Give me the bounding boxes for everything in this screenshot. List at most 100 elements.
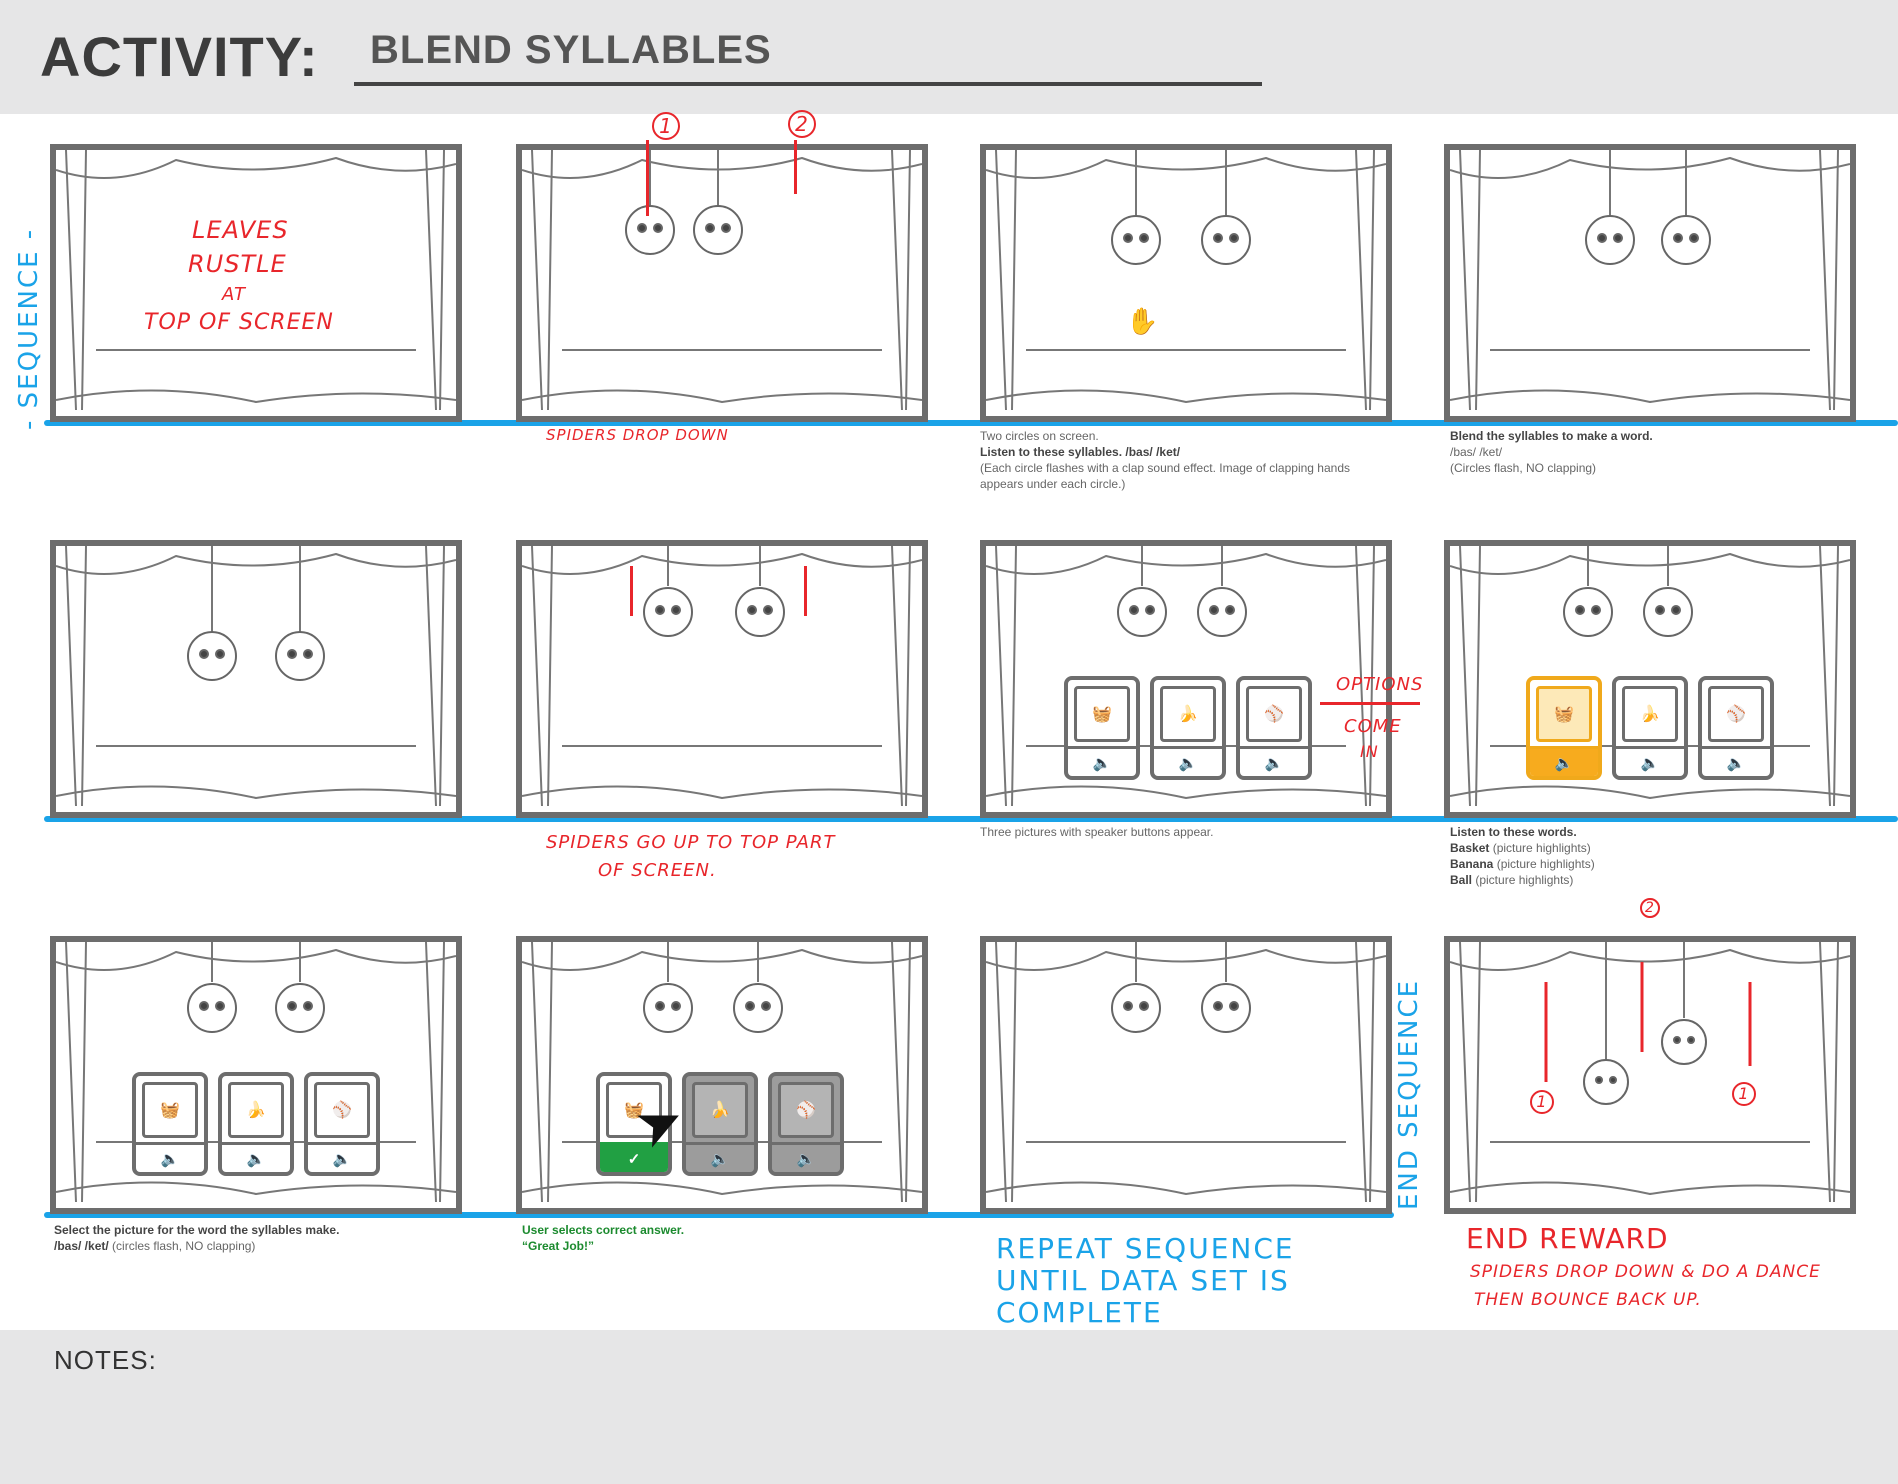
up-arrow-2 — [804, 566, 807, 616]
frame-11-art — [986, 942, 1386, 1203]
caption-frame-7: Three pictures with speaker buttons appe… — [980, 825, 1214, 839]
speaker-icon[interactable]: 🔈 — [1154, 746, 1222, 776]
banana-icon: 🍌 — [1622, 686, 1678, 742]
clapping-hands-icon: ✋ — [1126, 306, 1158, 336]
reward-marker-2: 2 — [1640, 898, 1660, 918]
option-banana[interactable]: 🍌🔈 — [1150, 676, 1226, 780]
annotation-repeat-1: REPEAT SEQUENCE — [996, 1232, 1295, 1265]
option-basket-highlighted[interactable]: 🧺🔈 — [1526, 676, 1602, 780]
speaker-icon[interactable]: 🔈 — [772, 1142, 840, 1172]
header-bar — [0, 0, 1898, 114]
option-banana[interactable]: 🍌🔈 — [1612, 676, 1688, 780]
ball-icon: ⚾ — [778, 1082, 834, 1138]
answer-options-frame-9: 🧺🔈 🍌🔈 ⚾🔈 — [132, 1072, 380, 1176]
option-basket[interactable]: 🧺🔈 — [132, 1072, 208, 1176]
activity-label: ACTIVITY: — [40, 25, 319, 88]
annotation-end-reward-2: THEN BOUNCE BACK UP. — [1474, 1290, 1702, 1310]
caption-frame-8: Listen to these words. Basket (picture h… — [1450, 825, 1595, 887]
option-banana[interactable]: 🍌🔈 — [218, 1072, 294, 1176]
frame-10-art — [522, 942, 922, 1203]
annotation-repeat-3: COMPLETE — [996, 1296, 1163, 1329]
basket-icon: 🧺 — [142, 1082, 198, 1138]
caption-frame-9: Select the picture for the word the syll… — [54, 1223, 340, 1253]
speaker-icon[interactable]: 🔈 — [136, 1142, 204, 1172]
annotation-repeat-2: UNTIL DATA SET IS — [996, 1264, 1290, 1297]
storyboard-frame-6 — [516, 540, 928, 818]
annotation-leaves-2: RUSTLE — [188, 250, 287, 278]
speaker-icon[interactable]: 🔈 — [1240, 746, 1308, 776]
sequence-label: - SEQUENCE - — [14, 227, 44, 430]
drop-arrow-1 — [646, 140, 649, 216]
answer-options-frame-7: 🧺🔈 🍌🔈 ⚾🔈 — [1064, 676, 1312, 780]
annotation-spiders-drop: SPIDERS DROP DOWN — [546, 426, 729, 444]
banana-icon: 🍌 — [228, 1082, 284, 1138]
basket-icon: 🧺 — [1074, 686, 1130, 742]
frame-3-art: ✋ — [986, 150, 1386, 411]
storyboard-frame-2 — [516, 144, 928, 422]
speaker-icon[interactable]: 🔈 — [1068, 746, 1136, 776]
sequence-line-row1 — [44, 420, 1898, 426]
annotation-spiders-up-1: SPIDERS GO UP TO TOP PART — [546, 832, 836, 853]
title-underline — [354, 82, 1262, 86]
option-ball[interactable]: ⚾🔈 — [1236, 676, 1312, 780]
annotation-options-1: OPTIONS — [1336, 674, 1424, 695]
drop-marker-1: 1 — [652, 112, 680, 140]
check-icon: ✓ — [600, 1142, 668, 1172]
option-ball[interactable]: ⚾🔈 — [304, 1072, 380, 1176]
option-ball-dimmed[interactable]: ⚾🔈 — [768, 1072, 844, 1176]
answer-options-frame-8: 🧺🔈 🍌🔈 ⚾🔈 — [1526, 676, 1774, 780]
annotation-options-2: COME — [1344, 716, 1402, 737]
annotation-leaves-1: LEAVES — [192, 216, 289, 244]
basket-icon: 🧺 — [606, 1082, 662, 1138]
options-arrow — [1320, 702, 1420, 705]
storyboard-frame-12 — [1444, 936, 1856, 1214]
reward-marker-1a: 1 — [1530, 1090, 1554, 1114]
speaker-icon[interactable]: 🔈 — [308, 1142, 376, 1172]
drop-marker-2: 2 — [788, 110, 816, 138]
option-basket[interactable]: 🧺🔈 — [1064, 676, 1140, 780]
caption-frame-10: User selects correct answer. “Great Job!… — [522, 1223, 685, 1253]
ball-icon: ⚾ — [1708, 686, 1764, 742]
speaker-icon[interactable]: 🔈 — [1530, 746, 1598, 776]
annotation-leaves-3: AT — [222, 284, 246, 305]
option-basket-correct[interactable]: 🧺✓ — [596, 1072, 672, 1176]
frame-4-art — [1450, 150, 1850, 411]
jungle-background — [56, 150, 456, 411]
caption-frame-3: Two circles on screen. Listen to these s… — [980, 429, 1350, 491]
frame-12-art — [1450, 942, 1850, 1203]
frame-6-art — [522, 546, 922, 807]
sequence-line-row3 — [44, 1212, 1394, 1218]
frame-5-art — [56, 546, 456, 807]
activity-title: BLEND SYLLABLES — [370, 28, 772, 72]
up-arrow-1 — [630, 566, 633, 616]
storyboard-frame-5 — [50, 540, 462, 818]
end-sequence-label: END SEQUENCE — [1394, 978, 1424, 1210]
annotation-spiders-up-2: OF SCREEN. — [598, 860, 717, 881]
speaker-icon[interactable]: 🔈 — [686, 1142, 754, 1172]
storyboard-frame-11 — [980, 936, 1392, 1214]
answer-options-frame-10: 🧺✓ 🍌🔈 ⚾🔈 — [596, 1072, 844, 1176]
notes-label: NOTES: — [54, 1345, 157, 1375]
drop-arrow-2 — [794, 140, 797, 194]
annotation-end-reward-1: SPIDERS DROP DOWN & DO A DANCE — [1470, 1262, 1821, 1282]
caption-frame-4: Blend the syllables to make a word. /bas… — [1450, 429, 1653, 475]
banana-icon: 🍌 — [692, 1082, 748, 1138]
ball-icon: ⚾ — [314, 1082, 370, 1138]
frame-9-art — [56, 942, 456, 1203]
storyboard-frame-3: ✋ — [980, 144, 1392, 422]
frame-2-art — [522, 150, 922, 411]
reward-marker-1b: 1 — [1732, 1082, 1756, 1106]
speaker-icon[interactable]: 🔈 — [1616, 746, 1684, 776]
speaker-icon[interactable]: 🔈 — [222, 1142, 290, 1172]
option-ball[interactable]: ⚾🔈 — [1698, 676, 1774, 780]
sequence-line-row2 — [44, 816, 1898, 822]
speaker-icon[interactable]: 🔈 — [1702, 746, 1770, 776]
option-banana-dimmed[interactable]: 🍌🔈 — [682, 1072, 758, 1176]
notes-bar — [0, 1330, 1898, 1484]
basket-icon: 🧺 — [1536, 686, 1592, 742]
banana-icon: 🍌 — [1160, 686, 1216, 742]
annotation-options-3: IN — [1360, 742, 1379, 761]
storyboard-frame-1 — [50, 144, 462, 422]
annotation-leaves-4: TOP OF SCREEN — [144, 310, 334, 335]
spider-icon — [625, 205, 743, 255]
